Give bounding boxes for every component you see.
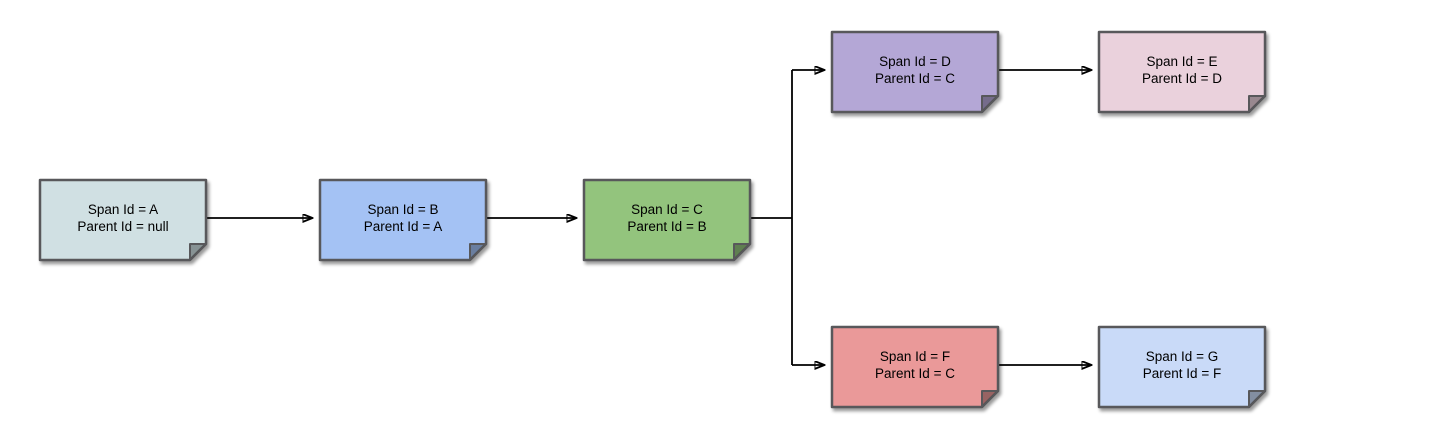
- note-shape-icon: [38, 178, 208, 262]
- note-shape-icon: [830, 30, 1000, 114]
- folded-corner-icon: [1248, 95, 1266, 113]
- folded-corner-icon: [981, 390, 999, 408]
- note-shape-icon: [582, 178, 752, 262]
- node-span-b: Span Id = B Parent Id = A: [318, 178, 488, 262]
- node-span-c: Span Id = C Parent Id = B: [582, 178, 752, 262]
- node-span-e: Span Id = E Parent Id = D: [1097, 30, 1267, 114]
- note-shape-icon: [1097, 30, 1267, 114]
- folded-corner-icon: [469, 243, 487, 261]
- folded-corner-icon: [189, 243, 207, 261]
- note-shape-icon: [318, 178, 488, 262]
- folded-corner-icon: [981, 95, 999, 113]
- folded-corner-icon: [1248, 390, 1266, 408]
- node-span-a: Span Id = A Parent Id = null: [38, 178, 208, 262]
- node-span-f: Span Id = F Parent Id = C: [830, 325, 1000, 409]
- node-span-d: Span Id = D Parent Id = C: [830, 30, 1000, 114]
- note-shape-icon: [830, 325, 1000, 409]
- note-shape-icon: [1097, 325, 1267, 409]
- folded-corner-icon: [733, 243, 751, 261]
- node-span-g: Span Id = G Parent Id = F: [1097, 325, 1267, 409]
